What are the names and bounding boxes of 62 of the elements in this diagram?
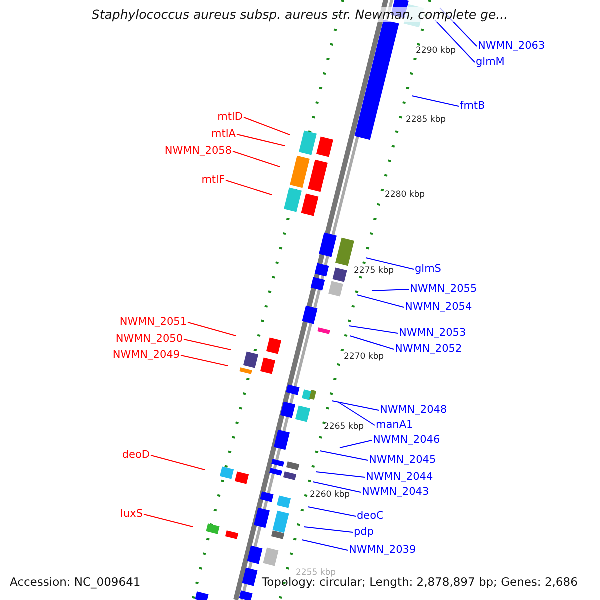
- leader-line: [348, 326, 398, 334]
- gene-label: NWMN_2043: [362, 486, 430, 499]
- gene-label: fmtB: [460, 100, 486, 113]
- gene-label: NWMN_2046: [373, 434, 440, 447]
- leader-line: [332, 400, 380, 411]
- scale-label: 2260 kbp: [310, 490, 350, 501]
- gene-label: NWMN_2055: [410, 283, 478, 296]
- leader-line: [366, 258, 414, 270]
- leader-line: [184, 339, 232, 350]
- gene-label: NWMN_2063: [478, 40, 546, 53]
- gene-label: NWMN_2048: [380, 404, 448, 417]
- scale-label: 2280 kbp: [385, 190, 426, 201]
- gene-label: manA1: [376, 419, 414, 432]
- gene-label: glmM: [476, 56, 505, 69]
- leader-line: [316, 472, 366, 478]
- gene-label: NWMN_2053: [399, 327, 466, 340]
- gene-label: NWMN_2039: [349, 544, 416, 557]
- gene-label: NWMN_2051: [120, 316, 187, 329]
- gene-label: glmS: [415, 263, 442, 276]
- footer-text: Topology: circular; Length: 2,878,897 bp; Genes: 2,686: [262, 575, 578, 589]
- gene-label: NWMN_2052: [395, 343, 462, 356]
- leader-line: [338, 402, 376, 426]
- scale-label: 2275 kbp: [354, 266, 394, 277]
- gene-label: NWMN_2049: [112, 349, 180, 362]
- gene-label: mtlA: [212, 128, 236, 141]
- leader-line: [188, 322, 236, 336]
- leader-line: [244, 117, 290, 136]
- leader-line: [302, 540, 348, 551]
- leader-line: [308, 506, 356, 517]
- gene-label: NWMN_2054: [405, 301, 472, 314]
- leader-line: [304, 526, 354, 533]
- leader-line: [412, 96, 460, 107]
- scale-label: 2255 kbp: [296, 568, 336, 578]
- gene-label: luxS: [120, 508, 143, 521]
- gene-label: NWMN_2044: [366, 471, 434, 484]
- leader-line: [236, 134, 286, 146]
- leader-line: [180, 355, 228, 366]
- scale-label: 2265 kbp: [324, 422, 364, 433]
- leader-line: [434, 20, 476, 63]
- leader-line: [232, 151, 280, 168]
- gene-label: NWMN_2058: [164, 145, 232, 158]
- gene-label: NWMN_2045: [369, 454, 436, 467]
- gene-label: NWMN_2050: [116, 333, 183, 346]
- scale-label: 2285 kbp: [406, 115, 446, 126]
- leader-line: [350, 336, 394, 350]
- scale-label: 2290 kbp: [416, 46, 456, 57]
- scale-label: 2270 kbp: [344, 352, 384, 363]
- leader-line: [372, 289, 410, 292]
- footer-text: Accession: NC_009641: [10, 575, 141, 589]
- leader-line: [356, 294, 404, 308]
- gene-label: mtlD: [218, 111, 243, 124]
- gene-label: pdp: [354, 526, 374, 539]
- leader-line: [312, 482, 362, 493]
- gene-label: mtlF: [202, 174, 225, 187]
- leader-line: [320, 450, 368, 461]
- leader-line: [340, 440, 372, 448]
- gene-label: deoD: [122, 449, 150, 462]
- leader-line: [150, 455, 206, 470]
- title: Staphylococcus aureus subsp. aureus str. Newman, complete ge...: [92, 7, 508, 22]
- gene-label: deoC: [357, 510, 384, 523]
- leader-line: [144, 514, 194, 528]
- leader-line: [226, 180, 272, 196]
